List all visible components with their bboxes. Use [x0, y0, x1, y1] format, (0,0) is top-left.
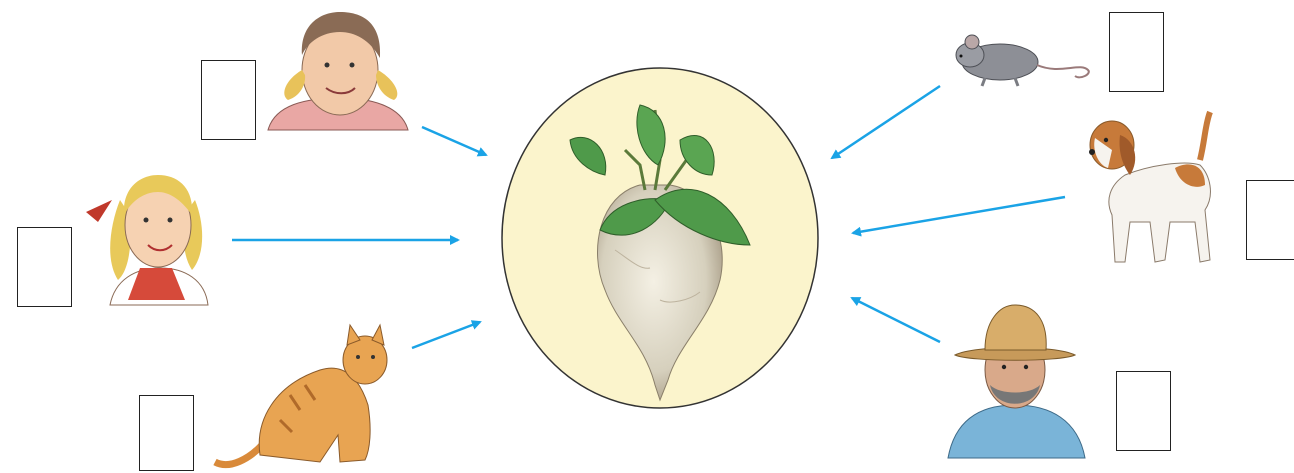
cat-icon [215, 325, 387, 465]
granddaughter-icon [86, 175, 208, 305]
mouse-icon [956, 35, 1089, 86]
arrow-mouse [832, 86, 940, 158]
grandfather-icon [948, 305, 1085, 458]
arrow-dog [853, 197, 1065, 233]
dog-icon [1089, 112, 1210, 262]
grandmother-icon [268, 12, 408, 130]
turnip-circle [502, 68, 818, 408]
arrow-grandmother [422, 127, 486, 155]
arrow-cat [412, 322, 480, 348]
arrow-grandfather [852, 298, 940, 342]
